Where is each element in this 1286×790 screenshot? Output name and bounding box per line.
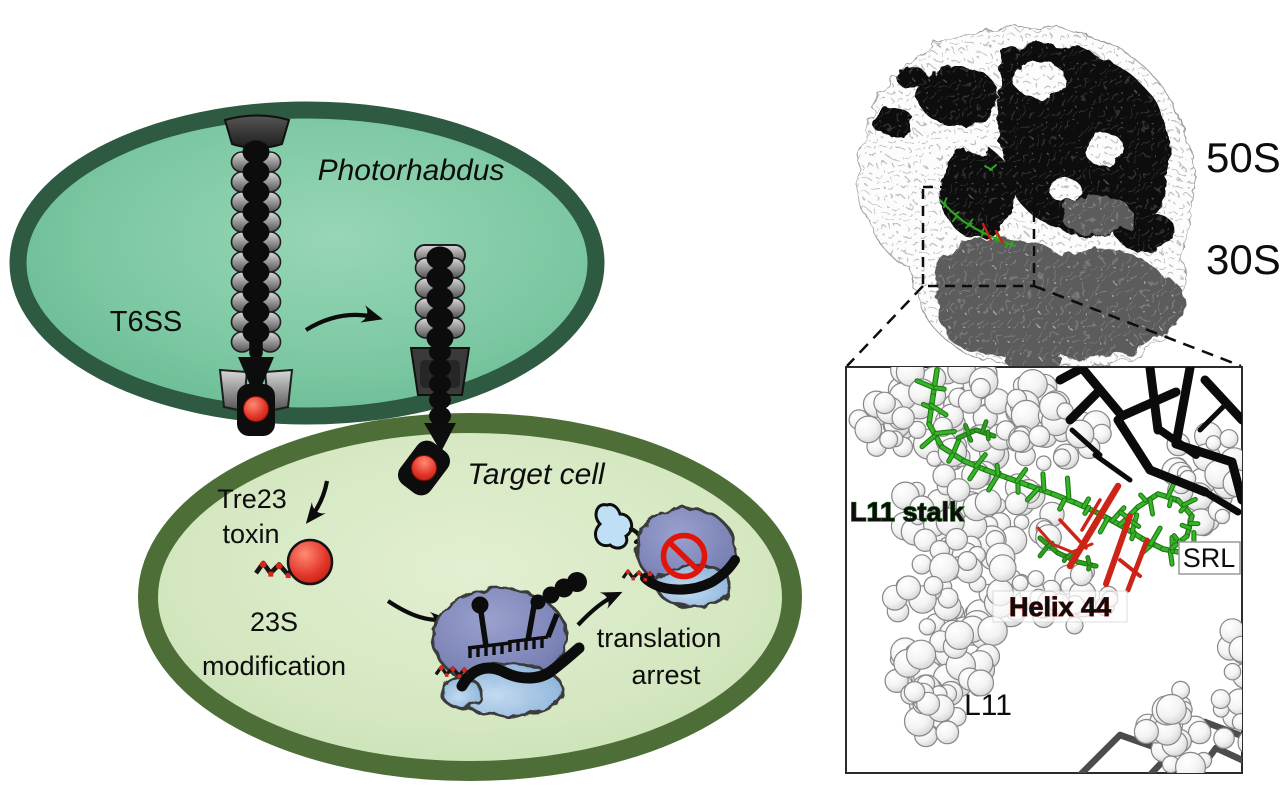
helix44-label-box: [992, 590, 1128, 623]
helix44-sticks: [1036, 482, 1150, 593]
nascent-chain: [530, 572, 587, 610]
l11-label: L11: [964, 689, 1012, 722]
toxin-label-line1: Tre23: [217, 484, 287, 514]
photorhabdus-cell: [9, 101, 605, 425]
srl-label-box: [1178, 541, 1241, 575]
mrna-strand: [456, 642, 585, 692]
target-cell-label: Target cell: [467, 458, 606, 491]
foreground-spheres: [900, 674, 1242, 773]
zoom-box: [921, 185, 1036, 288]
prohibition-icon: [660, 532, 708, 580]
t6ss-apparatus-loaded: [218, 114, 294, 436]
t6ss-apparatus-firing: [397, 244, 471, 496]
injection-arrow: [305, 480, 330, 524]
arrest-label-line1: translation: [597, 623, 722, 653]
ribosome-cartoon: [431, 572, 587, 718]
modification-label-line1: 23S: [250, 607, 298, 637]
toxin-label-line2: toxin: [222, 519, 279, 549]
t6ss-label: T6SS: [110, 306, 183, 338]
l11-stalk-label: L11 stalk: [850, 497, 965, 527]
label-50s: 50S: [1206, 134, 1281, 181]
trna-stems: [478, 605, 560, 647]
srl-label: SRL: [1183, 543, 1236, 573]
tre23-toxin-ball: [286, 538, 334, 586]
helix44-label: Helix 44: [1009, 592, 1111, 622]
l11-stalk-on-70s: [938, 164, 1017, 249]
zoom-connector-right: [1033, 284, 1242, 368]
t6ss-spike: [424, 423, 456, 452]
modification-label-line2: modification: [202, 651, 346, 681]
t6ss-spike: [238, 357, 274, 399]
donor-cell-label: Photorhabdus: [318, 154, 505, 187]
label-30s: 30S: [1206, 236, 1281, 283]
srl-23s-sticks: [1055, 367, 1242, 516]
zoom-connector-left: [846, 285, 924, 367]
release-factor-blob: [594, 503, 634, 550]
arrest-arrow: [576, 591, 623, 627]
loaded-effector-ball: [243, 396, 269, 422]
arrest-label-line2: arrest: [631, 660, 701, 690]
mrna-strand: [640, 555, 740, 595]
ribosome-70s-structure: [857, 25, 1193, 371]
arrested-ribosome-cartoon: [594, 503, 740, 609]
injected-effector-ball: [411, 455, 437, 481]
firing-arrow: [304, 305, 383, 332]
